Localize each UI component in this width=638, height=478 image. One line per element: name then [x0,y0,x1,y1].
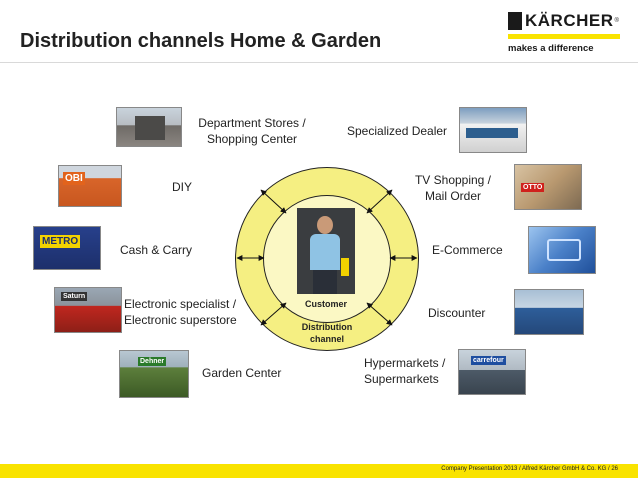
label-department-stores-line1: Department Stores / [198,116,306,130]
label-ecommerce: E-Commerce [432,243,503,257]
header-divider [0,62,638,63]
distribution-channel-line1: Distribution [301,322,353,332]
label-tv-shopping-line2: Mail Order [424,189,481,203]
electronic-store-photo: Saturn [54,287,122,333]
logo-yellow-bar [508,34,620,39]
department-store-photo [116,107,182,147]
tv-shopping-photo: OTTO [514,164,582,210]
discounter-photo [514,289,584,335]
otto-sign: OTTO [521,183,545,192]
metro-sign: METRO [40,235,81,248]
footer-text: Company Presentation 2013 / Alfred Kärch… [441,466,618,472]
label-department-stores-line2: Shopping Center [206,132,298,146]
karcher-logo: KÄRCHER ® makes a difference [508,10,620,54]
specialized-dealer-photo [459,107,527,153]
cash-carry-photo: METRO [33,226,101,270]
logo-registered-mark: ® [614,18,619,24]
karcher-logo-icon [508,12,522,30]
footer-bar [0,464,638,478]
obi-sign: OBI [63,172,85,185]
label-hypermarkets-line1: Hypermarkets / [364,356,446,370]
ecommerce-photo [528,226,596,274]
garden-center-photo: Dehner [119,350,189,398]
label-specialized-dealer: Specialized Dealer [347,124,448,138]
label-diy: DIY [172,180,193,194]
label-hypermarkets-line2: Supermarkets [364,372,439,386]
label-electronic: Electronic specialist / Electronic super… [124,296,237,328]
logo-slogan: makes a difference [508,43,594,54]
distribution-channel-label: Distribution channel [292,321,362,345]
customer-photo [297,208,355,294]
label-tv-shopping: TV Shopping / Mail Order [408,172,498,204]
saturn-sign: Saturn [61,292,88,301]
customer-label: Customer [304,299,347,309]
carrefour-sign: carrefour [471,356,506,365]
label-garden-center: Garden Center [202,366,282,380]
label-electronic-line1: Electronic specialist / [124,297,237,311]
label-hypermarkets: Hypermarkets / Supermarkets [364,355,445,387]
logo-name: KÄRCHER [525,11,614,30]
hypermarket-photo: carrefour [458,349,526,395]
label-department-stores: Department Stores / Shopping Center [192,115,312,147]
label-discounter: Discounter [428,306,486,320]
label-cash-carry: Cash & Carry [120,243,193,257]
dehner-sign: Dehner [138,357,167,366]
distribution-channel-line2: channel [309,334,344,344]
label-tv-shopping-line1: TV Shopping / [414,173,492,187]
diy-store-photo: OBI [58,165,122,207]
label-electronic-line2: Electronic superstore [124,313,237,327]
page-title: Distribution channels Home & Garden [20,30,382,52]
